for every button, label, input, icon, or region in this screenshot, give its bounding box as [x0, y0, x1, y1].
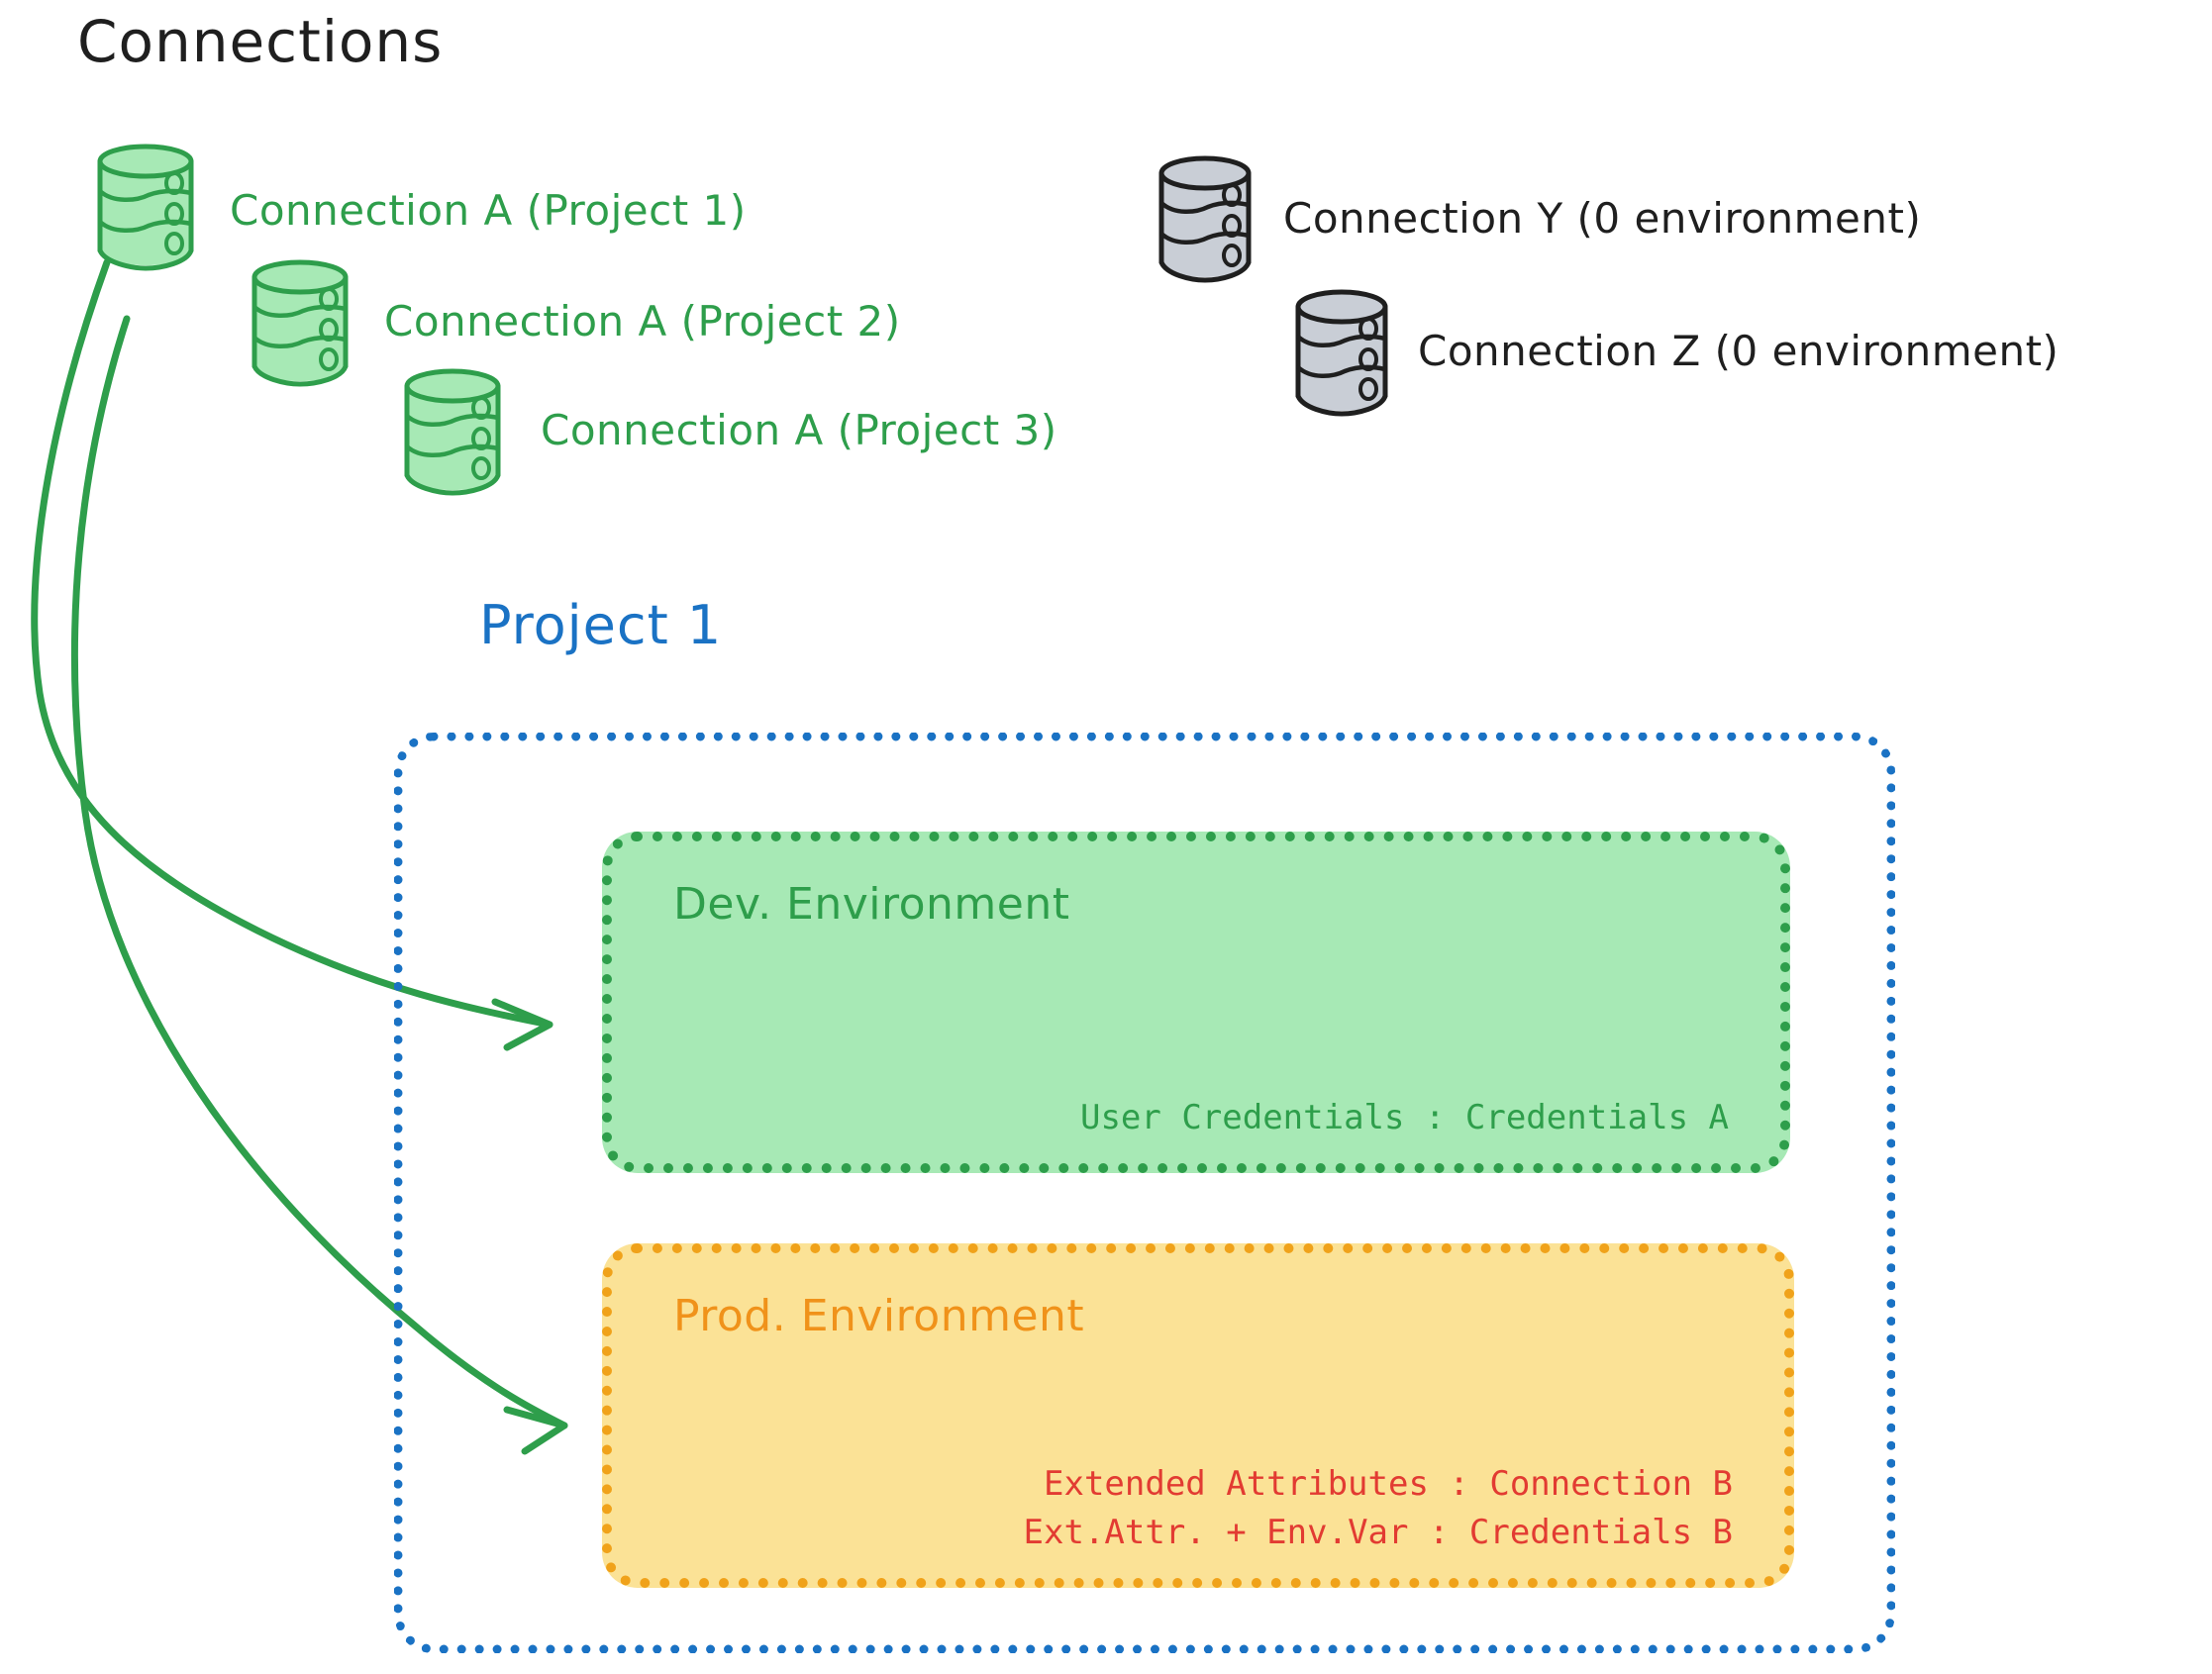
prod-environment-box: Prod. Environment Extended Attributes : … [602, 1243, 1794, 1588]
connection-label-a-project-2: Connection A (Project 2) [384, 297, 901, 345]
database-icon-connection-a-project-3 [398, 368, 507, 501]
prod-environment-title: Prod. Environment [673, 1291, 1085, 1341]
dev-environment-box: Dev. Environment User Credentials : Cred… [602, 832, 1790, 1173]
connection-label-y: Connection Y (0 environment) [1283, 194, 1922, 243]
database-icon-connection-y [1151, 153, 1259, 291]
dev-row-user-credentials: User Credentials : Credentials A [1079, 1097, 1729, 1137]
connection-label-a-project-1: Connection A (Project 1) [230, 186, 747, 235]
prod-row-extended-attributes: Extended Attributes : Connection B [1044, 1464, 1733, 1505]
connection-label-a-project-3: Connection A (Project 3) [541, 406, 1057, 454]
dev-environment-rows: User Credentials : Credentials A [1080, 1094, 1729, 1141]
project-container [394, 733, 1895, 1653]
database-icon-connection-a-project-2 [246, 259, 354, 392]
dev-environment-title: Dev. Environment [673, 879, 1070, 930]
database-icon-connection-a-project-1 [91, 144, 200, 276]
project-title: Project 1 [479, 594, 723, 656]
connection-label-z: Connection Z (0 environment) [1418, 327, 2060, 375]
prod-environment-rows: Extended Attributes : Connection B Ext.A… [1024, 1460, 1733, 1556]
database-icon-connection-z [1287, 287, 1396, 425]
prod-row-ext-attr-env-var: Ext.Attr. + Env.Var : Credentials B [1023, 1512, 1733, 1552]
page-title: Connections [77, 8, 444, 75]
